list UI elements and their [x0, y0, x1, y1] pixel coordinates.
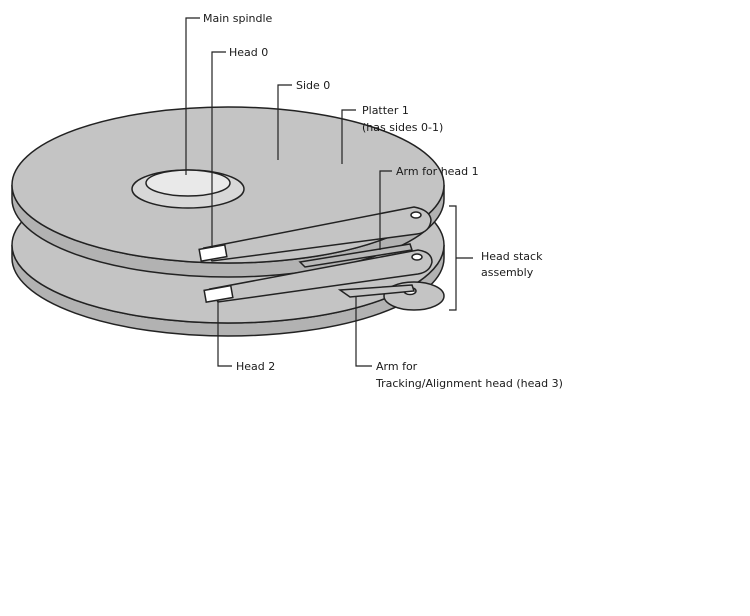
lower-arm-pivot-hole [411, 253, 423, 261]
side-0-label: Side 0 [296, 79, 330, 92]
head-stack-assembly-label: assembly [481, 266, 534, 279]
side-0-leader [277, 84, 292, 160]
arm-head-1-segment [298, 243, 413, 268]
main-spindle [131, 169, 245, 209]
arm-tracking-head-label: Tracking/Alignment head (head 3) [375, 377, 563, 390]
lower-arm-body [208, 249, 433, 303]
head-2-slider [203, 284, 234, 304]
arm-head-1-leader [379, 170, 392, 250]
arm-tracking [337, 284, 416, 298]
upper-arm-pivot-hole [410, 211, 422, 219]
lower-arm [203, 249, 433, 304]
main-spindle-leader [185, 17, 200, 175]
head-0-leader [211, 51, 226, 248]
platter-1-label: Platter 1 [362, 104, 409, 117]
arm-tracking-leader [355, 296, 372, 367]
upper-arm [198, 206, 432, 268]
arm-tracking-label: Arm for [376, 360, 418, 373]
leader-lines [185, 17, 473, 367]
spindle-hub [145, 169, 231, 197]
upper-arm-body [202, 206, 432, 262]
arm-head-1-label: Arm for head 1 [396, 165, 479, 178]
head-2-leader [217, 300, 232, 367]
head-stack-label: Head stack [481, 250, 543, 263]
head-0-label: Head 0 [229, 46, 268, 59]
platter-1-leader [341, 109, 356, 164]
head-stack-bracket [449, 205, 457, 311]
main-spindle-label: Main spindle [203, 12, 273, 25]
head-2-label: Head 2 [236, 360, 275, 373]
platter-1-sides-label: (has sides 0-1) [362, 121, 443, 134]
